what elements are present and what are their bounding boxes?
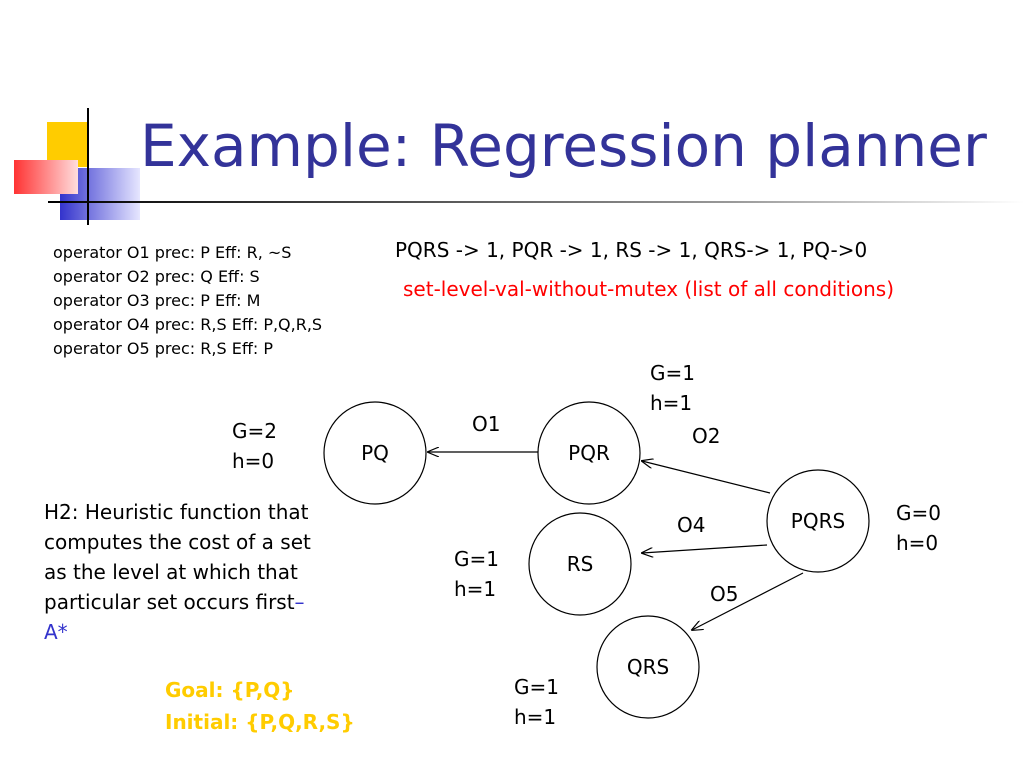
h-value: h=1 bbox=[454, 577, 497, 601]
heuristic-line: H2: Heuristic function that bbox=[44, 500, 309, 524]
title-underline bbox=[48, 201, 1024, 203]
node-pq bbox=[323, 401, 427, 505]
heuristic-line-last: particular set occurs first– bbox=[44, 587, 311, 617]
heuristic-astar: A* bbox=[44, 620, 68, 644]
h-value: h=1 bbox=[650, 391, 693, 415]
h-value: h=0 bbox=[896, 531, 939, 555]
edge-o4-label: O4 bbox=[677, 513, 705, 537]
heuristic-line: as the level at which that bbox=[44, 560, 298, 584]
node-rs-label: RS bbox=[567, 552, 594, 576]
operator-item: operator O3 prec: P Eff: M bbox=[53, 291, 261, 310]
logo-yellow-block bbox=[47, 122, 87, 167]
node-pqr-label: PQR bbox=[568, 441, 610, 465]
node-qrs-label: QRS bbox=[627, 655, 669, 679]
node-pqr-annotation: G=1 h=1 bbox=[650, 358, 695, 418]
slide-title: Example: Regression planner bbox=[140, 112, 987, 180]
node-pq-label: PQ bbox=[361, 441, 389, 465]
heuristic-description: H2: Heuristic function that computes the… bbox=[44, 497, 311, 647]
operator-list: operator O1 prec: P Eff: R, ~S operator … bbox=[53, 241, 322, 361]
operator-item: operator O5 prec: R,S Eff: P bbox=[53, 339, 273, 358]
node-pqr bbox=[537, 401, 641, 505]
node-pqrs-annotation: G=0 h=0 bbox=[896, 498, 941, 558]
g-value: G=1 bbox=[514, 675, 559, 699]
g-value: G=2 bbox=[232, 419, 277, 443]
goal-label: Goal: {P,Q} bbox=[165, 678, 295, 702]
g-value: G=1 bbox=[650, 361, 695, 385]
operator-item: operator O2 prec: Q Eff: S bbox=[53, 267, 260, 286]
edge-o5-label: O5 bbox=[710, 582, 738, 606]
edge-o5 bbox=[692, 572, 804, 630]
level-values-note: set-level-val-without-mutex (list of all… bbox=[403, 277, 895, 301]
edge-o2-label: O2 bbox=[692, 424, 720, 448]
node-pq-annotation: G=2 h=0 bbox=[232, 416, 277, 476]
g-value: G=0 bbox=[896, 501, 941, 525]
heuristic-dash: – bbox=[294, 590, 305, 614]
operator-item: operator O4 prec: R,S Eff: P,Q,R,S bbox=[53, 315, 323, 334]
initial-label: Initial: {P,Q,R,S} bbox=[165, 710, 355, 734]
goal-initial-block: Goal: {P,Q} Initial: {P,Q,R,S} bbox=[165, 674, 355, 738]
g-value: G=1 bbox=[454, 547, 499, 571]
edge-o4 bbox=[642, 544, 768, 553]
node-pqrs-label: PQRS bbox=[791, 509, 845, 533]
level-values: PQRS -> 1, PQR -> 1, RS -> 1, QRS-> 1, P… bbox=[395, 238, 868, 262]
h-value: h=0 bbox=[232, 449, 275, 473]
operator-item: operator O1 prec: P Eff: R, ~S bbox=[53, 243, 292, 262]
edge-o1-label: O1 bbox=[472, 412, 500, 436]
heuristic-line: computes the cost of a set bbox=[44, 530, 311, 554]
h-value: h=1 bbox=[514, 705, 557, 729]
node-qrs-annotation: G=1 h=1 bbox=[514, 672, 559, 732]
node-pqrs bbox=[766, 469, 870, 573]
decorative-logo bbox=[14, 108, 140, 225]
node-rs bbox=[528, 512, 632, 616]
logo-red-block bbox=[14, 160, 78, 194]
heuristic-line: particular set occurs first bbox=[44, 590, 295, 614]
edge-o2 bbox=[642, 461, 771, 494]
node-qrs bbox=[596, 615, 700, 719]
node-rs-annotation: G=1 h=1 bbox=[454, 544, 499, 604]
